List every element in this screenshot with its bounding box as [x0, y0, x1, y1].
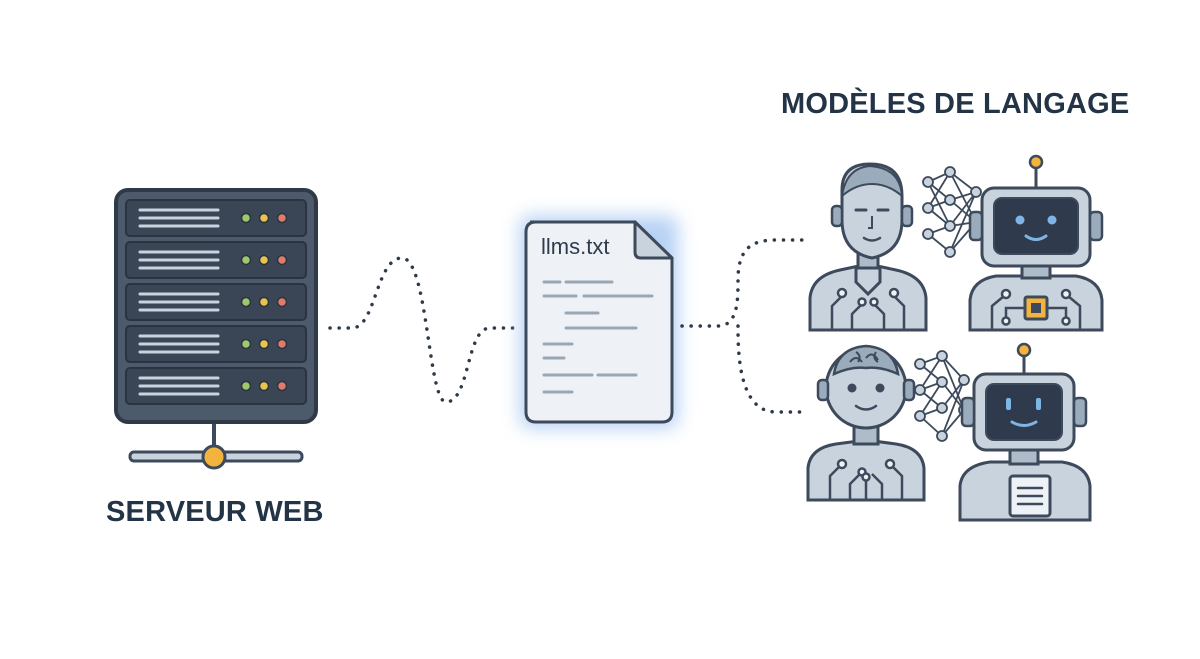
- document-page: [524, 220, 674, 424]
- server-rack-icon: [114, 188, 318, 470]
- status-led: [258, 296, 270, 308]
- neural-network-icon: [914, 350, 970, 442]
- status-led: [240, 254, 252, 266]
- connection-server-to-file: [328, 256, 520, 404]
- server-unit: [125, 241, 307, 279]
- status-led: [258, 254, 270, 266]
- robot-icon: [968, 154, 1104, 332]
- neural-network-icon: [922, 166, 982, 258]
- robot-icon: [958, 342, 1092, 522]
- humanoid-robot-icon: [808, 162, 928, 332]
- status-led: [258, 212, 270, 224]
- models-label: MODÈLES DE LANGAGE: [781, 88, 1130, 120]
- status-led: [276, 254, 288, 266]
- server-label: SERVEUR WEB: [106, 496, 324, 528]
- server-unit: [125, 199, 307, 237]
- brain-robot-icon: [806, 344, 926, 502]
- document-fold: [633, 220, 674, 260]
- document-filename: llms.txt: [541, 234, 609, 259]
- status-led: [240, 380, 252, 392]
- status-led: [240, 212, 252, 224]
- connection-file-to-models: [680, 238, 808, 414]
- server-unit: [125, 325, 307, 363]
- server-unit: [125, 367, 307, 405]
- status-led: [258, 380, 270, 392]
- status-led: [258, 338, 270, 350]
- status-led: [240, 296, 252, 308]
- status-led: [240, 338, 252, 350]
- status-led: [276, 212, 288, 224]
- status-led: [276, 380, 288, 392]
- document-icon: llms.txt: [520, 216, 678, 428]
- network-node: [201, 444, 227, 470]
- status-led: [276, 338, 288, 350]
- status-led: [276, 296, 288, 308]
- document-text-lines: [542, 280, 654, 394]
- server-unit: [125, 283, 307, 321]
